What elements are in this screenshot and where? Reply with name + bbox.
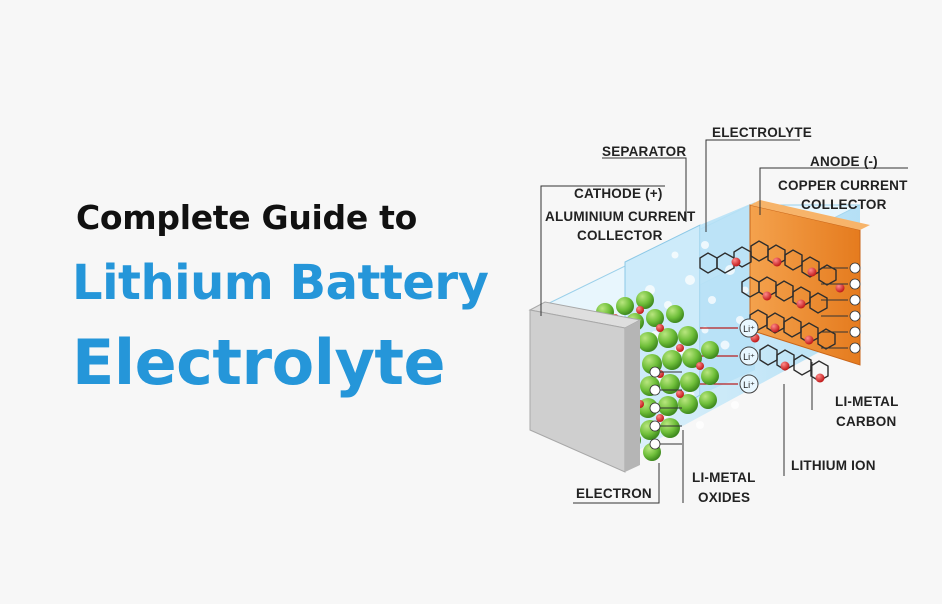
cathode-electron-symbols [649,366,682,450]
label-anode: ANODE (-) [810,154,878,169]
label-limetal-oxides-line-2: OXIDES [698,490,750,505]
svg-text:Li⁺: Li⁺ [743,380,755,390]
label-aluminium-line-1: ALUMINIUM CURRENT [545,209,696,224]
lithium-ion-symbols: Li⁺ Li⁺ Li⁺ [700,318,759,394]
svg-text:Li⁺: Li⁺ [743,352,755,362]
title-line-1: Complete Guide to [76,198,417,237]
anode-lithium-dots [731,257,845,383]
label-lithium-ion: LITHIUM ION [791,458,876,473]
label-electron: ELECTRON [576,486,652,501]
leader-lines [540,139,908,504]
label-cathode: CATHODE (+) [574,186,663,201]
label-limetal-carbon-line-1: LI-METAL [835,394,899,409]
label-electrolyte: ELECTROLYTE [712,125,812,140]
label-aluminium-line-2: COLLECTOR [577,228,663,243]
aluminium-collector-edge [625,320,640,472]
separator-panel-2 [700,202,755,395]
label-separator: SEPARATOR [602,144,686,159]
copper-collector-top [750,200,870,230]
title-line-2: Lithium Battery [72,255,489,311]
graphite-lattice [699,240,837,382]
label-limetal-oxides-line-1: LI-METAL [692,470,756,485]
label-copper-line-2: COLLECTOR [801,197,887,212]
label-copper-line-1: COPPER CURRENT [778,178,908,193]
anode-electron-symbols [821,262,861,354]
title-line-3: Electrolyte [72,326,446,399]
svg-text:Li⁺: Li⁺ [743,324,755,334]
label-limetal-carbon-line-2: CARBON [836,414,896,429]
aluminium-current-collector [529,309,626,473]
